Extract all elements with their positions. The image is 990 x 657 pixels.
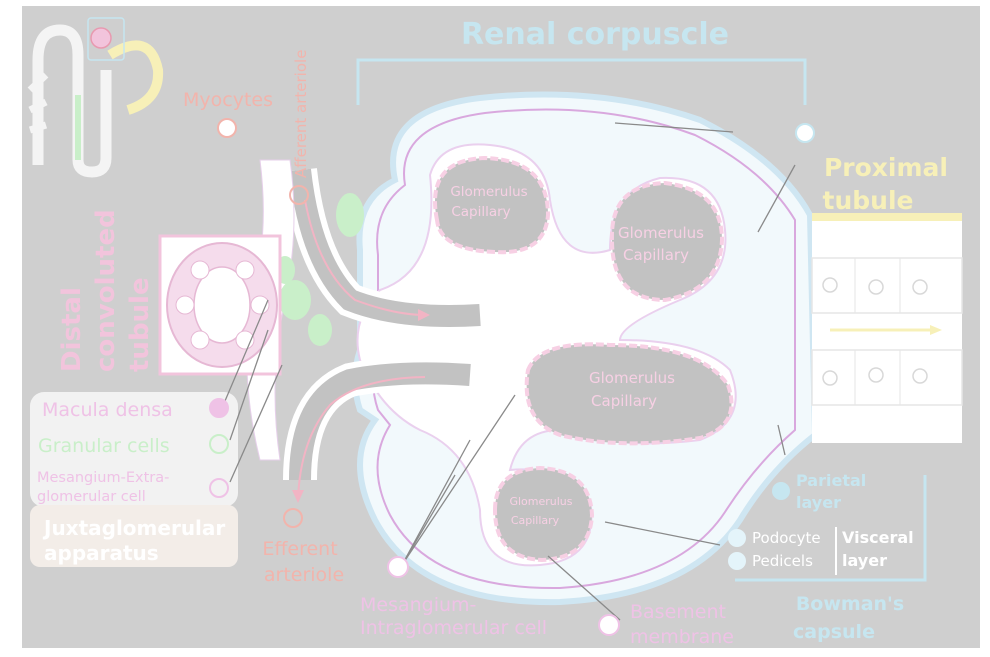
pedicels-marker — [728, 552, 746, 570]
basement-membrane-marker — [599, 615, 619, 635]
efferent-label-2: arteriole — [264, 564, 344, 586]
myocytes-label: Myocytes — [183, 89, 273, 111]
mesangium-intra-label-2: Intraglomerular cell — [360, 617, 547, 639]
parietal-marker — [772, 482, 790, 500]
bowman-label-1: Bowman's — [796, 593, 904, 615]
juxta-label-2: apparatus — [44, 541, 159, 565]
mesangium-intra-label-1: Mesangium- — [360, 594, 476, 616]
visceral-label-2: layer — [842, 551, 887, 570]
glomerulus-3-label-1: Glomerulus — [589, 369, 675, 387]
basement-membrane-label-1: Basement — [630, 601, 726, 623]
mesangium-intra-marker — [388, 557, 408, 577]
mesangium-extra-label-2: glomerular cell — [37, 489, 146, 505]
myocytes-marker — [218, 119, 236, 137]
mesangium-extra-label-1: Mesangium-Extra- — [37, 470, 169, 486]
glomerulus-4-label-1: Glomerulus — [509, 495, 572, 508]
distal-label-1: Distal — [57, 287, 87, 372]
efferent-label-1: Efferent — [262, 538, 337, 560]
proximal-tubule-label-2: tubule — [823, 186, 914, 215]
basement-membrane-label-2: membrane — [630, 626, 734, 648]
parietal-label-2: layer — [796, 493, 841, 512]
glomerulus-4-label-2: Capillary — [511, 514, 560, 527]
distal-label-3: tubule — [125, 277, 155, 372]
glomerulus-2-label-2: Capillary — [623, 246, 689, 264]
macula-densa-label: Macula densa — [42, 399, 173, 421]
macula-densa-marker — [210, 399, 228, 417]
visceral-label-1: Visceral — [842, 528, 914, 547]
distal-label-2: convoluted — [91, 209, 121, 372]
glomerulus-3-label-2: Capillary — [591, 392, 657, 410]
glomerulus-1-label-2: Capillary — [451, 204, 510, 220]
renal-corpuscle-title: Renal corpuscle — [461, 17, 729, 52]
distal-tubule-block — [160, 236, 280, 374]
proximal-tubule-block — [812, 213, 962, 443]
glomerulus-1-label-1: Glomerulus — [450, 184, 527, 200]
proximal-tubule-label-1: Proximal — [824, 153, 948, 182]
glomerulus-2-label-1: Glomerulus — [618, 224, 704, 242]
granular-cells-label: Granular cells — [38, 435, 170, 457]
parietal-label-1: Parietal — [796, 471, 866, 490]
juxta-label-1: Juxtaglomerular — [42, 516, 225, 540]
podocyte-marker — [728, 529, 746, 547]
renal-corpuscle-marker — [796, 124, 814, 142]
pedicels-label: Pedicels — [752, 552, 813, 570]
afferent-arteriole-label: Afferent arteriole — [292, 50, 310, 178]
bowman-label-2: capsule — [793, 621, 875, 643]
podocyte-label: Podocyte — [752, 529, 821, 547]
